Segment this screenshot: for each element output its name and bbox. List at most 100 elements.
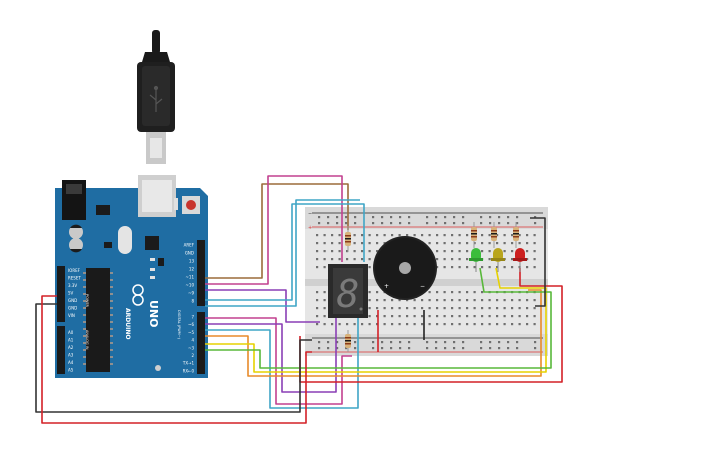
breadboard-hole[interactable]: [466, 315, 469, 318]
breadboard-hole[interactable]: [345, 216, 348, 219]
breadboard-hole[interactable]: [336, 347, 339, 350]
breadboard-hole[interactable]: [436, 242, 439, 245]
breadboard-hole[interactable]: [480, 222, 483, 225]
breadboard-hole[interactable]: [323, 299, 326, 302]
wire-cyan[interactable]: [205, 203, 365, 301]
breadboard-hole[interactable]: [354, 216, 357, 219]
breadboard-hole[interactable]: [398, 234, 401, 237]
breadboard-hole[interactable]: [323, 234, 326, 237]
breadboard-hole[interactable]: [406, 234, 409, 237]
breadboard-hole[interactable]: [526, 266, 529, 269]
breadboard-hole[interactable]: [399, 222, 402, 225]
breadboard-hole[interactable]: [473, 291, 476, 294]
breadboard-hole[interactable]: [511, 258, 514, 261]
resistor[interactable]: [345, 226, 351, 252]
breadboard-hole[interactable]: [444, 222, 447, 225]
breadboard-hole[interactable]: [316, 266, 319, 269]
breadboard-hole[interactable]: [318, 222, 321, 225]
breadboard-hole[interactable]: [489, 216, 492, 219]
wire-yellow[interactable]: [205, 267, 547, 373]
breadboard-hole[interactable]: [473, 266, 476, 269]
breadboard-hole[interactable]: [489, 341, 492, 344]
breadboard-hole[interactable]: [406, 323, 409, 326]
breadboard-hole[interactable]: [361, 258, 364, 261]
breadboard-hole[interactable]: [526, 315, 529, 318]
breadboard-hole[interactable]: [451, 266, 454, 269]
breadboard-hole[interactable]: [443, 291, 446, 294]
breadboard-hole[interactable]: [399, 341, 402, 344]
breadboard-hole[interactable]: [331, 234, 334, 237]
breadboard-hole[interactable]: [526, 242, 529, 245]
breadboard-hole[interactable]: [451, 299, 454, 302]
breadboard-hole[interactable]: [481, 266, 484, 269]
breadboard-hole[interactable]: [511, 242, 514, 245]
breadboard-hole[interactable]: [390, 341, 393, 344]
breadboard-hole[interactable]: [327, 222, 330, 225]
breadboard-hole[interactable]: [331, 258, 334, 261]
breadboard-hole[interactable]: [338, 234, 341, 237]
breadboard-hole[interactable]: [353, 234, 356, 237]
breadboard-hole[interactable]: [488, 323, 491, 326]
breadboard-hole[interactable]: [488, 299, 491, 302]
breadboard-hole[interactable]: [346, 258, 349, 261]
breadboard-hole[interactable]: [331, 323, 334, 326]
breadboard-hole[interactable]: [368, 299, 371, 302]
breadboard-hole[interactable]: [390, 222, 393, 225]
breadboard-hole[interactable]: [436, 266, 439, 269]
breadboard-hole[interactable]: [481, 323, 484, 326]
breadboard-hole[interactable]: [383, 242, 386, 245]
breadboard-hole[interactable]: [462, 222, 465, 225]
breadboard-hole[interactable]: [323, 291, 326, 294]
breadboard-hole[interactable]: [462, 341, 465, 344]
breadboard-hole[interactable]: [428, 307, 431, 310]
breadboard-hole[interactable]: [376, 323, 379, 326]
breadboard-hole[interactable]: [428, 323, 431, 326]
breadboard-hole[interactable]: [368, 258, 371, 261]
breadboard-hole[interactable]: [316, 258, 319, 261]
breadboard-hole[interactable]: [507, 216, 510, 219]
breadboard-hole[interactable]: [443, 234, 446, 237]
breadboard-hole[interactable]: [421, 315, 424, 318]
usb-cable[interactable]: [137, 30, 175, 164]
breadboard-hole[interactable]: [323, 323, 326, 326]
breadboard-hole[interactable]: [353, 250, 356, 253]
breadboard-hole[interactable]: [451, 250, 454, 253]
breadboard-hole[interactable]: [443, 299, 446, 302]
breadboard-hole[interactable]: [534, 347, 537, 350]
breadboard-hole[interactable]: [533, 323, 536, 326]
breadboard-hole[interactable]: [353, 323, 356, 326]
breadboard-hole[interactable]: [383, 323, 386, 326]
breadboard-hole[interactable]: [428, 299, 431, 302]
breadboard-hole[interactable]: [372, 347, 375, 350]
breadboard-hole[interactable]: [473, 307, 476, 310]
breadboard-hole[interactable]: [488, 266, 491, 269]
breadboard-hole[interactable]: [458, 242, 461, 245]
breadboard-hole[interactable]: [383, 234, 386, 237]
breadboard-hole[interactable]: [458, 258, 461, 261]
breadboard-hole[interactable]: [426, 341, 429, 344]
breadboard-hole[interactable]: [408, 216, 411, 219]
breadboard-hole[interactable]: [453, 216, 456, 219]
breadboard-hole[interactable]: [391, 234, 394, 237]
breadboard-hole[interactable]: [376, 291, 379, 294]
breadboard-hole[interactable]: [507, 222, 510, 225]
breadboard-hole[interactable]: [443, 258, 446, 261]
led-green[interactable]: [469, 248, 483, 272]
breadboard-hole[interactable]: [413, 315, 416, 318]
breadboard-hole[interactable]: [338, 250, 341, 253]
seven-segment-display[interactable]: 8: [328, 264, 368, 318]
breadboard-hole[interactable]: [503, 307, 506, 310]
breadboard-hole[interactable]: [354, 222, 357, 225]
breadboard-hole[interactable]: [533, 266, 536, 269]
breadboard-hole[interactable]: [444, 216, 447, 219]
wire-green[interactable]: [205, 267, 552, 369]
breadboard-hole[interactable]: [481, 234, 484, 237]
breadboard-hole[interactable]: [398, 315, 401, 318]
breadboard-hole[interactable]: [462, 347, 465, 350]
breadboard-hole[interactable]: [498, 216, 501, 219]
breadboard-hole[interactable]: [376, 250, 379, 253]
breadboard-hole[interactable]: [451, 307, 454, 310]
breadboard-hole[interactable]: [436, 307, 439, 310]
breadboard-hole[interactable]: [488, 258, 491, 261]
breadboard-hole[interactable]: [458, 234, 461, 237]
